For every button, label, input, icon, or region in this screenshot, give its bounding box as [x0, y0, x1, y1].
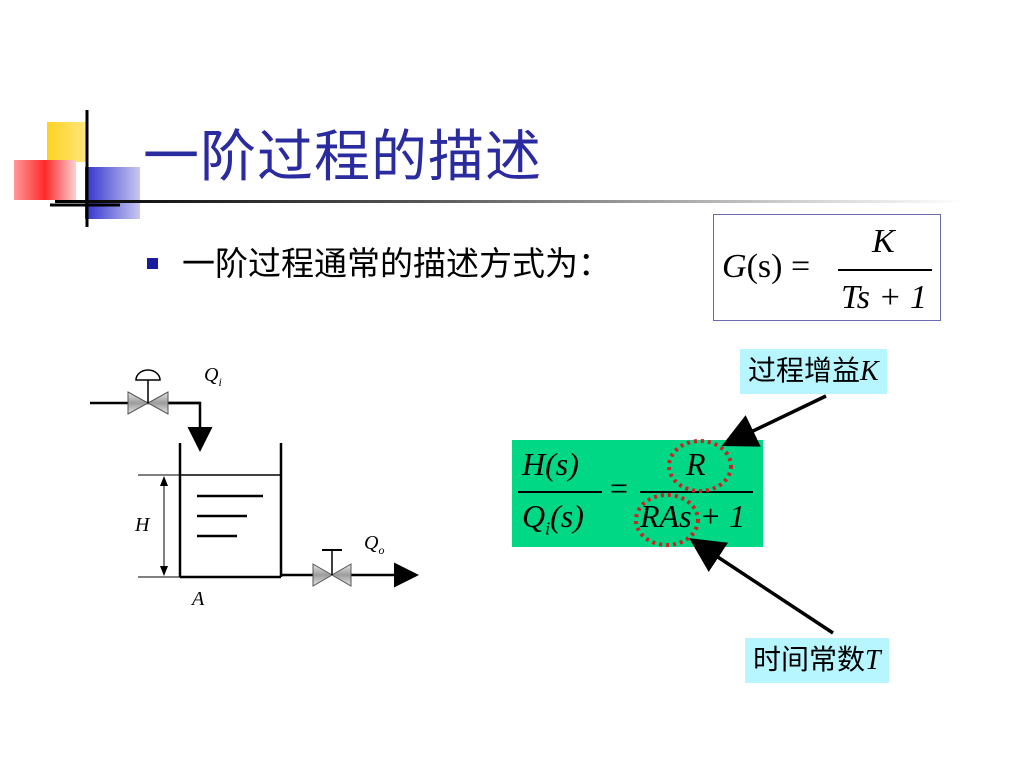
arrow-time — [689, 538, 834, 635]
formula-g-denominator: Ts + 1 — [841, 279, 927, 316]
label-height: H — [135, 514, 150, 536]
highlight-circle-time — [634, 493, 700, 547]
title-decoration — [14, 110, 140, 227]
highlight-circle-gain — [667, 439, 733, 493]
formula-h-num-right: R — [686, 446, 706, 482]
label-inflow: Qi — [204, 364, 222, 389]
formula-h-den-left: Qi(s) — [522, 498, 584, 539]
bullet-text: 一阶过程通常的描述方式为： — [182, 244, 611, 283]
deco-blue-square — [85, 167, 140, 219]
inlet-valve-icon — [127, 369, 169, 415]
slide-title: 一阶过程的描述 — [143, 125, 542, 190]
formula-h-bar-left — [518, 491, 602, 493]
bullet-marker — [147, 258, 158, 269]
callout-time-constant: 时间常数T — [745, 638, 889, 683]
formula-g-numerator: K — [872, 223, 895, 260]
formula-g-paren: (s) = — [746, 248, 811, 285]
deco-red-square — [14, 160, 76, 200]
callout-process-gain: 过程增益K — [740, 349, 887, 394]
tank-icon — [178, 443, 283, 579]
transfer-function-box: G(s) = K Ts + 1 — [713, 214, 941, 321]
title-underline — [55, 200, 965, 203]
arrow-gain — [721, 394, 827, 447]
formula-h-num-left: H(s) — [522, 446, 579, 482]
formula-g-fraction-bar — [838, 269, 932, 271]
formula-h-den-right: RAs + 1 — [640, 498, 746, 534]
label-outflow: Qo — [364, 532, 385, 557]
outlet-valve-icon — [312, 549, 352, 587]
formula-h-equals: = — [610, 470, 629, 506]
formula-g-lhs: G(s) = — [722, 248, 811, 285]
tank-diagram — [90, 369, 419, 588]
deco-yellow-square — [47, 122, 87, 162]
label-area: A — [192, 588, 205, 610]
formula-h-bar-right — [640, 491, 753, 493]
